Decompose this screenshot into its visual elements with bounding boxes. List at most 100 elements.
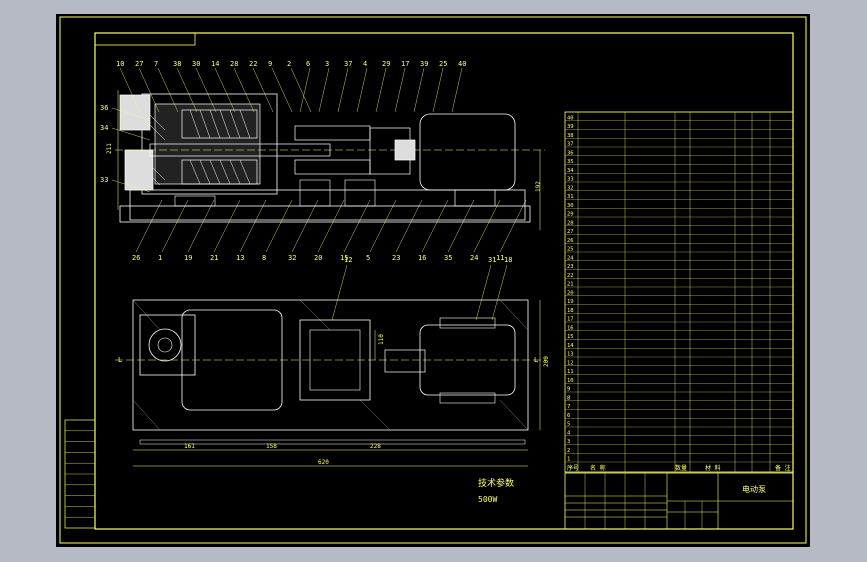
callout-label: 18 <box>504 256 512 264</box>
callout-label: 25 <box>439 60 447 68</box>
leader-line <box>138 67 160 113</box>
bom-row-number: 27 <box>567 229 574 235</box>
leader-line <box>111 179 151 193</box>
leader-line <box>413 67 425 113</box>
callout-label: 22 <box>249 60 257 68</box>
section-view <box>115 90 545 230</box>
bom-row-number: 15 <box>567 334 574 340</box>
callout-label: 15 <box>340 254 348 262</box>
callout-label: 11 <box>496 254 504 262</box>
callout-label: 30 <box>192 60 200 68</box>
leader-line <box>432 67 444 113</box>
centerline-mark: L <box>118 356 122 364</box>
bom-row-number: 7 <box>567 404 570 410</box>
drawing-sheet <box>56 14 810 547</box>
callout-label: 32 <box>288 254 296 262</box>
leader-line <box>187 199 215 253</box>
callout-label: 38 <box>173 60 181 68</box>
bom-row-number: 18 <box>567 308 574 314</box>
bom-footer-label: 材 料 <box>705 464 721 472</box>
bom-footer-label: 序号 <box>567 464 579 472</box>
dimension-label: 620 <box>318 459 329 466</box>
callout-label: 8 <box>262 254 266 262</box>
bom-row-number: 17 <box>567 317 574 323</box>
callout-label: 34 <box>100 124 108 132</box>
callout-label: 14 <box>211 60 219 68</box>
bom-row-number: 38 <box>567 133 574 139</box>
drawing-name: 电动泵 <box>742 484 766 494</box>
dimension-label: 200 <box>543 356 550 367</box>
leader-line <box>291 199 319 253</box>
bom-row-number: 24 <box>567 255 574 261</box>
leader-line <box>233 67 255 113</box>
leader-line <box>252 67 274 113</box>
dimension-label: 228 <box>370 443 381 450</box>
bom-row-number: 8 <box>567 395 570 401</box>
callout-label: 6 <box>306 60 310 68</box>
bom-row-number: 20 <box>567 290 574 296</box>
callout-label: 5 <box>366 254 370 262</box>
bom-row-number: 14 <box>567 343 574 349</box>
leader-line <box>394 67 406 113</box>
bom-row-number: 16 <box>567 325 574 331</box>
bom-row-number: 39 <box>567 124 574 130</box>
callout-label: 40 <box>458 60 466 68</box>
callout-label: 4 <box>363 60 367 68</box>
leader-line <box>343 199 371 253</box>
leader-line <box>356 67 368 113</box>
leader-line <box>421 199 449 253</box>
callout-label: 27 <box>135 60 143 68</box>
centerline-mark: L <box>534 356 538 364</box>
leader-line <box>161 199 189 253</box>
bom-row-number: 3 <box>567 439 570 445</box>
callout-label: 23 <box>392 254 400 262</box>
leader-line <box>111 107 151 121</box>
leader-line <box>214 67 236 113</box>
callout-label: 33 <box>100 176 108 184</box>
leader-line <box>135 199 163 253</box>
title-block <box>564 472 794 530</box>
callout-label: 16 <box>418 254 426 262</box>
leader-line <box>499 199 527 253</box>
bom-row-number: 31 <box>567 194 574 200</box>
bom-row-number: 32 <box>567 185 574 191</box>
leader-line <box>317 199 345 253</box>
leader-line <box>213 199 241 253</box>
bom-row-number: 11 <box>567 369 574 375</box>
dimension-label: 158 <box>266 443 277 450</box>
leader-line <box>176 67 198 113</box>
callout-label: 28 <box>230 60 238 68</box>
bom-row-number: 30 <box>567 203 574 209</box>
callout-label: 21 <box>210 254 218 262</box>
bom-row-number: 29 <box>567 212 574 218</box>
leader-line <box>111 127 151 141</box>
leader-line <box>318 67 330 113</box>
leader-line <box>369 199 397 253</box>
bom-row-number: 9 <box>567 387 570 393</box>
callout-label: 7 <box>154 60 158 68</box>
callout-label: 24 <box>470 254 478 262</box>
leader-line <box>290 67 312 113</box>
bom-row-number: 36 <box>567 150 574 156</box>
leader-line <box>157 67 179 113</box>
bom-footer-label: 名 称 <box>590 464 606 472</box>
bom-row-number: 10 <box>567 378 574 384</box>
title-corner-box <box>94 32 196 46</box>
leader-line <box>447 199 475 253</box>
bom-row-number: 23 <box>567 264 574 270</box>
callout-label: 3 <box>325 60 329 68</box>
leader-line <box>375 67 387 113</box>
callout-label: 26 <box>132 254 140 262</box>
bom-row-number: 25 <box>567 247 574 253</box>
leader-line <box>337 67 349 113</box>
bom-footer-label: 数量 <box>675 464 687 472</box>
bom-row-number: 6 <box>567 413 570 419</box>
leader-line <box>239 199 267 253</box>
bom-row-number: 34 <box>567 168 574 174</box>
bom-row-number: 13 <box>567 352 574 358</box>
leader-line <box>475 264 492 321</box>
callout-label: 29 <box>382 60 390 68</box>
outer-frame <box>59 16 807 544</box>
